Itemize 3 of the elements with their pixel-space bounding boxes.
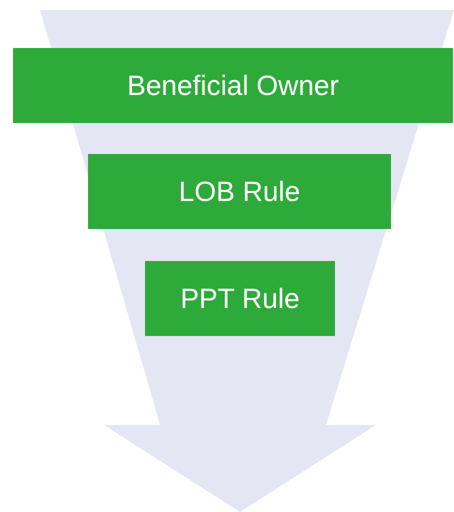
label-box: LOB Rule <box>88 154 391 229</box>
label-box: PPT Rule <box>145 261 335 336</box>
label-box: Beneficial Owner <box>13 48 453 123</box>
